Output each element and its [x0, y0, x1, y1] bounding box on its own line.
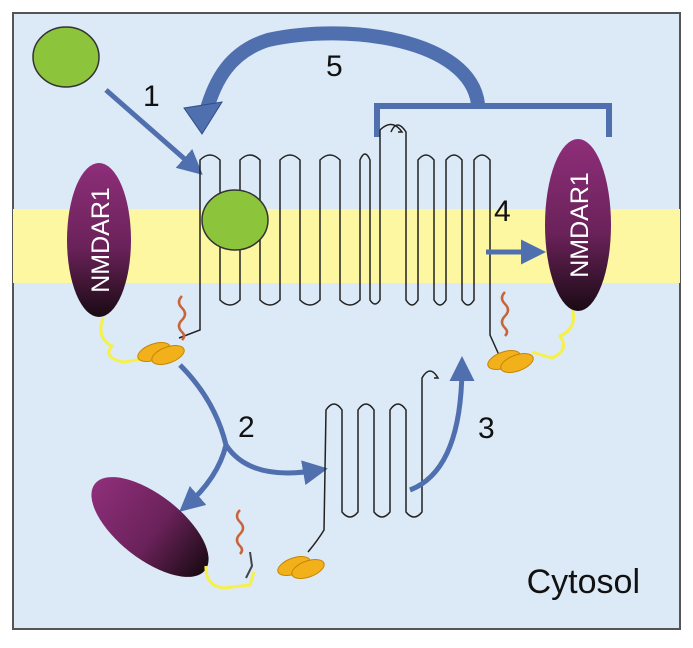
arrow-5-head: [183, 101, 224, 135]
arrow-1: [104, 88, 203, 175]
lipid-left: [177, 295, 187, 341]
step-2-label: 2: [238, 411, 255, 444]
anchor-middle: [277, 555, 325, 580]
nmdar1-left-label: NMDAR1: [87, 187, 115, 293]
tail-right: [531, 307, 575, 360]
step-4-label: 4: [494, 195, 511, 228]
anchor-right: [487, 349, 534, 374]
ligand-free: [32, 26, 100, 88]
cytosol-label: Cytosol: [527, 563, 640, 601]
recycling-bracket: [374, 103, 612, 137]
nmdar1-cytosolic: [91, 477, 209, 577]
nmdar1-right-label: NMDAR1: [566, 172, 594, 278]
step-3-label: 3: [478, 412, 495, 445]
arrow-3: [409, 356, 475, 493]
arrow-2-stem: [178, 363, 229, 446]
arrow-2-right: [223, 443, 328, 486]
tail-cytosolic: [204, 565, 256, 590]
tail-cytosolic-dark: [245, 551, 254, 579]
nmdar1-right: [545, 139, 611, 311]
step-1-label: 1: [143, 80, 160, 113]
arrow-2-left: [179, 444, 229, 512]
tail-left: [99, 317, 149, 364]
lipid-right: [500, 291, 510, 337]
arrow-5: [199, 26, 485, 114]
anchor-left: [137, 341, 185, 366]
receptor-middle-helices: [307, 370, 440, 553]
ligand-bound: [201, 189, 269, 251]
receptor-right-helices: [390, 124, 500, 356]
step-5-label: 5: [326, 50, 343, 83]
receptor-left-helices: [178, 123, 404, 339]
nmdar1-left: [67, 163, 131, 317]
lipid-cytosolic: [235, 509, 245, 555]
